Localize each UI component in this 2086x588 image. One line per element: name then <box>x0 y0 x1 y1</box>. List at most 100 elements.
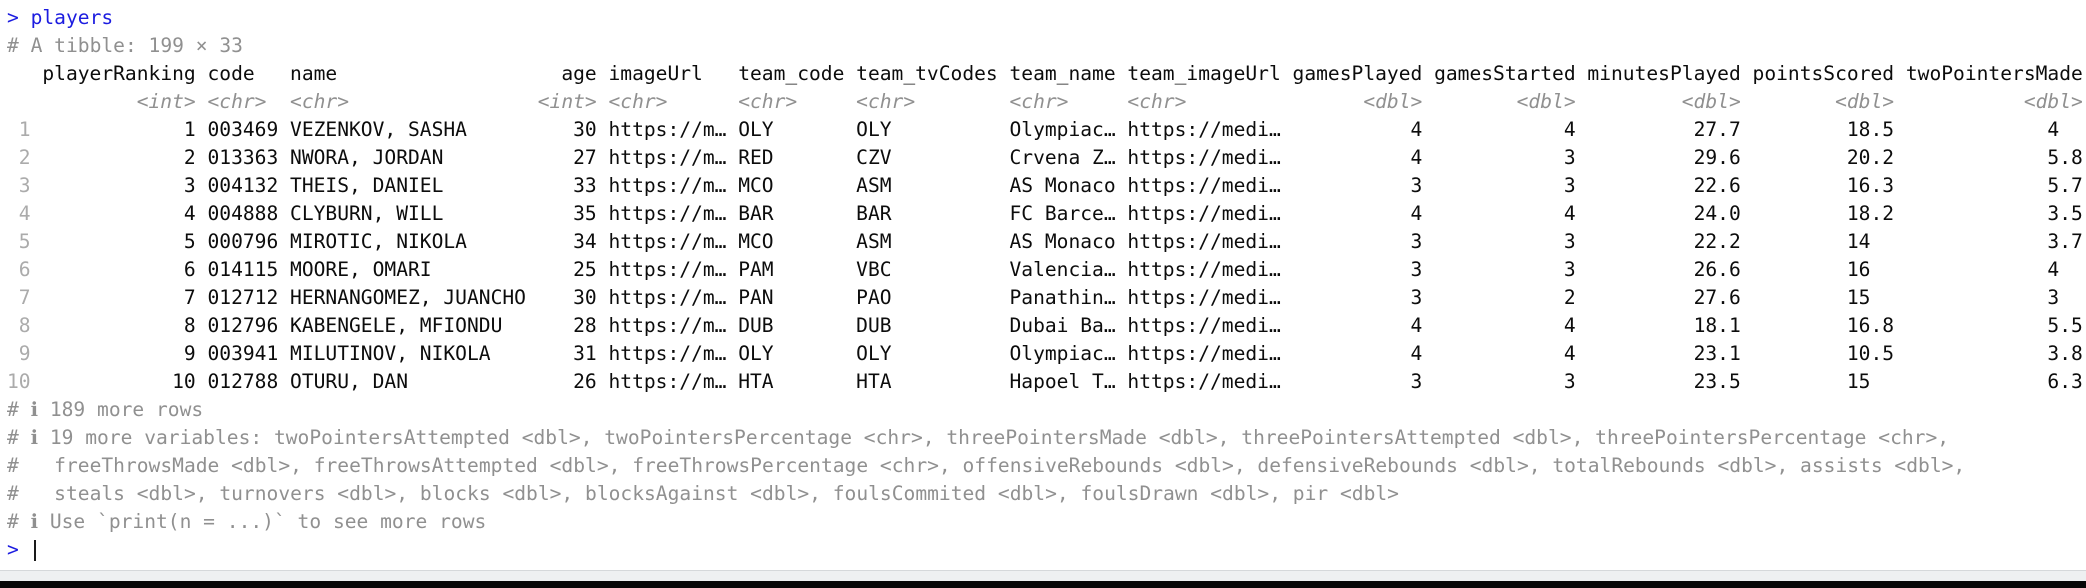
console-command: players <box>30 6 114 29</box>
table-row-gamesStarted: 2 <box>1563 286 1576 309</box>
table-row-team_name: Dubai Ba… <box>1009 314 1116 337</box>
table-row-age: 26 <box>573 370 597 393</box>
more-variables-line-2: # freeThrowsMade <dbl>, freeThrowsAttemp… <box>7 452 2086 480</box>
table-row-team_tvCodes: PAO <box>856 286 892 309</box>
column-type-imageUrl: <chr> <box>608 90 668 113</box>
table-row-twoPointersMade: 3.8 <box>2047 342 2083 365</box>
column-header-gamesStarted: gamesStarted <box>1434 62 1576 85</box>
table-row-team_tvCodes: DUB <box>856 314 892 337</box>
table-row-age: 34 <box>573 230 597 253</box>
table-row-imageUrl: https://m… <box>608 370 727 393</box>
table-row-code: 004132 <box>207 174 279 197</box>
table-row-imageUrl: https://m… <box>608 230 727 253</box>
table-row-age: 28 <box>573 314 597 337</box>
column-header-team_tvCodes: team_tvCodes <box>856 62 998 85</box>
column-type-team_imageUrl: <chr> <box>1127 90 1187 113</box>
row-number: 10 <box>7 370 31 393</box>
column-type-minutesPlayed: <dbl> <box>1681 90 1741 113</box>
table-row-team_imageUrl: https://medi… <box>1127 314 1281 337</box>
row-number: 6 <box>18 258 31 281</box>
table-row-twoPointersMade: 3.5 <box>2047 202 2083 225</box>
column-header-minutesPlayed: minutesPlayed <box>1587 62 1741 85</box>
table-row-imageUrl: https://m… <box>608 342 727 365</box>
table-row-minutesPlayed: 22.6 <box>1693 174 1741 197</box>
row-number: 1 <box>18 118 31 141</box>
column-type-age: <int> <box>537 90 597 113</box>
column-type-gamesStarted: <dbl> <box>1516 90 1576 113</box>
table-row-team_imageUrl: https://medi… <box>1127 202 1281 225</box>
column-header-gamesPlayed: gamesPlayed <box>1292 62 1423 85</box>
table-row-code: 012712 <box>207 286 279 309</box>
column-type-name: <chr> <box>290 90 350 113</box>
column-header-pointsScored: pointsScored <box>1752 62 1895 85</box>
table-row-twoPointersMade: 4 <box>2047 118 2083 141</box>
table-row-team_imageUrl: https://medi… <box>1127 230 1281 253</box>
table-row-imageUrl: https://m… <box>608 202 727 225</box>
table-row-gamesStarted: 3 <box>1563 258 1576 281</box>
table-row-name: CLYBURN, WILL <box>290 202 444 225</box>
column-type-playerRanking: <int> <box>136 90 196 113</box>
table-row-gamesStarted: 4 <box>1563 342 1576 365</box>
table-row-gamesStarted: 3 <box>1563 146 1576 169</box>
column-type-gamesPlayed: <dbl> <box>1363 90 1423 113</box>
table-row-imageUrl: https://m… <box>608 146 727 169</box>
table-row-age: 33 <box>573 174 597 197</box>
column-header-code: code <box>207 62 255 85</box>
table-row-code: 003941 <box>207 342 279 365</box>
more-variables-text-3: # steals <dbl>, turnovers <dbl>, blocks … <box>7 482 1399 505</box>
table-row-playerRanking: 5 <box>183 230 196 253</box>
table-row-gamesStarted: 3 <box>1563 230 1576 253</box>
table-row-team_name: AS Monaco <box>1009 174 1116 197</box>
table-row-name: OTURU, DAN <box>290 370 408 393</box>
table-row-minutesPlayed: 29.6 <box>1693 146 1741 169</box>
table-row-team_tvCodes: OLY <box>856 118 892 141</box>
table-row-name: KABENGELE, MFIONDU <box>290 314 503 337</box>
table-row-code: 014115 <box>207 258 279 281</box>
table-row-twoPointersMade: 5.8 <box>2047 146 2083 169</box>
table-row-imageUrl: https://m… <box>608 118 727 141</box>
text-cursor <box>33 539 36 561</box>
table-row-playerRanking: 6 <box>183 258 196 281</box>
table-row-team_tvCodes: HTA <box>856 370 892 393</box>
print-hint-text: # ℹ Use `print(n = ...)` to see more row… <box>7 510 487 533</box>
more-rows-text: # ℹ 189 more rows <box>7 398 204 421</box>
table-row-gamesStarted: 4 <box>1563 314 1576 337</box>
table-row-minutesPlayed: 26.6 <box>1693 258 1741 281</box>
table-row-team_tvCodes: ASM <box>856 174 892 197</box>
table-row-gamesPlayed: 4 <box>1410 342 1423 365</box>
table-row-pointsScored: 15 <box>1846 286 1895 309</box>
table-row-team_code: OLY <box>738 342 774 365</box>
table-row-team_tvCodes: CZV <box>856 146 892 169</box>
column-header-team_imageUrl: team_imageUrl <box>1127 62 1281 85</box>
column-type-team_name: <chr> <box>1009 90 1069 113</box>
table-row-minutesPlayed: 23.1 <box>1693 342 1741 365</box>
more-rows-line: # ℹ 189 more rows <box>7 396 2086 424</box>
table-row-minutesPlayed: 22.2 <box>1693 230 1741 253</box>
row-number: 3 <box>18 174 31 197</box>
column-type-twoPointersMade: <dbl> <box>2023 90 2083 113</box>
table-row-team_code: OLY <box>738 118 774 141</box>
table-row-twoPointersMade: 6.3 <box>2047 370 2083 393</box>
table-row-pointsScored: 20.2 <box>1846 146 1895 169</box>
table-row-minutesPlayed: 27.7 <box>1693 118 1741 141</box>
table-row-team_tvCodes: BAR <box>856 202 892 225</box>
column-type-team_tvCodes: <chr> <box>856 90 916 113</box>
tibble-summary-text: # A tibble: 199 × 33 <box>7 34 243 57</box>
table-row-team_tvCodes: VBC <box>856 258 892 281</box>
column-type: <int><chr><chr><int><chr><chr><chr><chr>… <box>7 88 2086 116</box>
table-row-name: MOORE, OMARI <box>290 258 432 281</box>
table-row-age: 31 <box>573 342 597 365</box>
table-row-code: 012788 <box>207 370 279 393</box>
table-row-team_name: Olympiac… <box>1009 342 1116 365</box>
row-number: 4 <box>18 202 31 225</box>
console-active-prompt-line[interactable]: > <box>7 536 2086 564</box>
table-row-gamesPlayed: 3 <box>1410 258 1423 281</box>
r-console-output-pane[interactable]: > players # A tibble: 199 × 33 playerRan… <box>0 0 2086 570</box>
table-row-team_code: DUB <box>738 314 774 337</box>
console-prompt: > <box>7 6 31 29</box>
column-header-playerRanking: playerRanking <box>42 62 196 85</box>
